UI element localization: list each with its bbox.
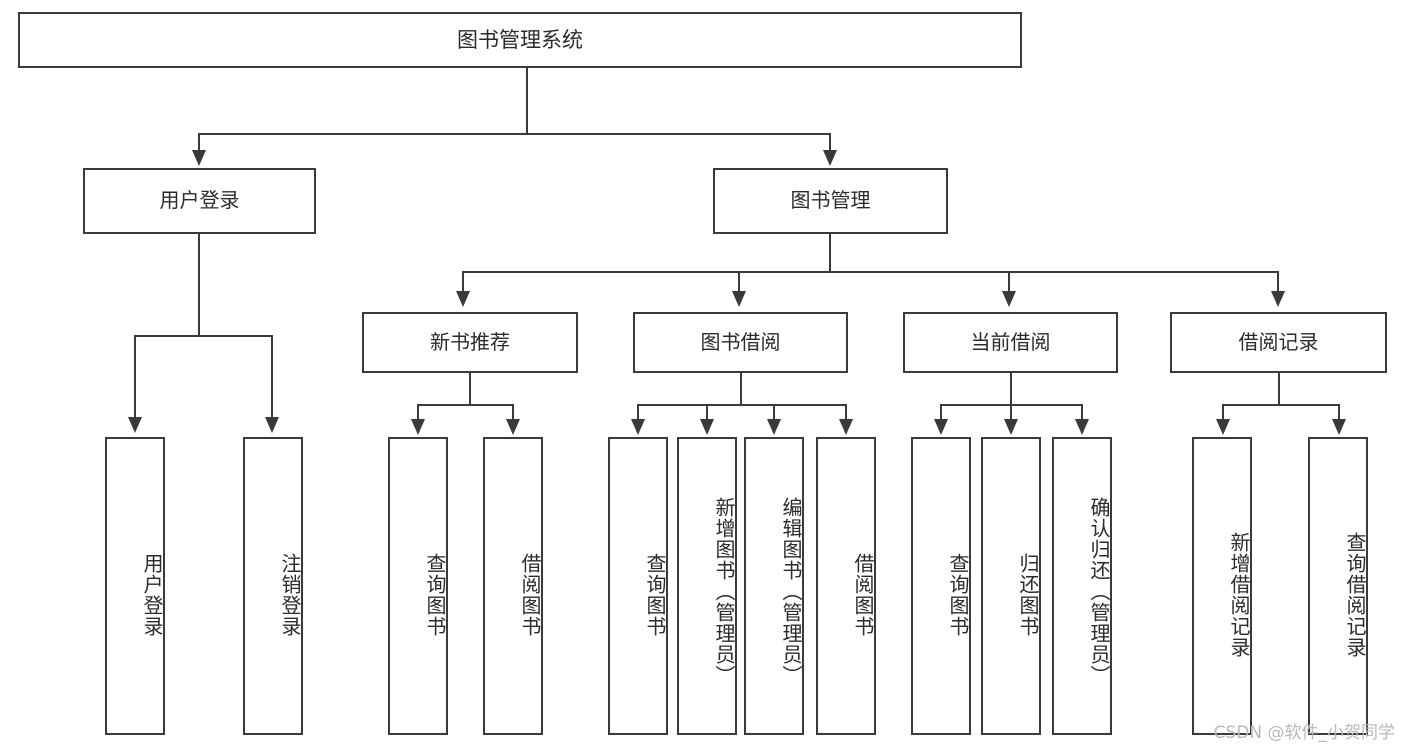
node-borrow-record[interactable]: 借阅记录 — [1170, 312, 1387, 373]
node-book-borrow[interactable]: 图书借阅 — [633, 312, 848, 373]
connector-current-borrow-drop-3 — [1081, 404, 1083, 421]
arrowhead-leaf-user-login — [128, 417, 142, 433]
arrowhead-leaf-borrow-book-2 — [839, 419, 853, 435]
leaf-query-book-current[interactable]: 查询图书 — [911, 437, 971, 735]
arrowhead-book-borrow — [732, 291, 746, 307]
arrowhead-leaf-logout — [265, 417, 279, 433]
arrowhead-leaf-confirm-return — [1075, 419, 1089, 435]
leaf-user-login[interactable]: 用户登录 — [105, 437, 165, 735]
arrowhead-leaf-query-book-3 — [934, 419, 948, 435]
leaf-borrow-book-recommend[interactable]: 借阅图书 — [483, 437, 543, 735]
node-book-management[interactable]: 图书管理 — [713, 168, 948, 234]
arrowhead-leaf-add-book — [700, 419, 714, 435]
arrowhead-leaf-query-record — [1332, 419, 1346, 435]
connector-to-current-borrow — [1008, 271, 1010, 293]
connector-current-borrow-drop-1 — [940, 404, 942, 421]
leaf-borrow-book[interactable]: 借阅图书 — [816, 437, 876, 735]
connector-current-borrow-drop-2 — [1010, 404, 1012, 421]
connector-borrow-record-bus — [1222, 404, 1339, 406]
connector-root-stem — [526, 68, 528, 134]
connector-new-book-drop-2 — [512, 404, 514, 421]
connector-book-borrow-drop-1 — [637, 404, 639, 421]
arrowhead-borrow-record — [1271, 291, 1285, 307]
connector-book-borrow-bus — [637, 404, 846, 406]
connector-book-borrow-drop-4 — [845, 404, 847, 421]
arrowhead-leaf-return-book — [1004, 419, 1018, 435]
connector-root-to-user-login — [198, 133, 200, 153]
arrowhead-leaf-borrow-book-1 — [506, 419, 520, 435]
connector-book-borrow-stem — [740, 373, 742, 405]
arrowhead-user-login — [192, 150, 206, 166]
watermark-text: CSDN @软件_小贺同学 — [1213, 723, 1395, 743]
connector-user-login-drop-1 — [134, 335, 136, 419]
connector-root-bus — [198, 133, 830, 135]
leaf-query-book-borrow[interactable]: 查询图书 — [608, 437, 668, 735]
connector-user-login-stem — [198, 234, 200, 336]
connector-to-new-book — [462, 271, 464, 293]
arrowhead-leaf-edit-book — [767, 419, 781, 435]
connector-book-manage-stem — [829, 234, 831, 273]
connector-borrow-record-stem — [1278, 373, 1280, 405]
leaf-add-book-admin[interactable]: 新增图书（管理员） — [677, 437, 737, 735]
leaf-add-borrow-record[interactable]: 新增借阅记录 — [1192, 437, 1252, 735]
connector-to-borrow-record — [1277, 271, 1279, 293]
arrowhead-book-manage — [823, 150, 837, 166]
leaf-confirm-return-admin[interactable]: 确认归还（管理员） — [1052, 437, 1112, 735]
connector-borrow-record-drop-2 — [1338, 404, 1340, 421]
connector-new-book-drop-1 — [417, 404, 419, 421]
arrowhead-leaf-add-record — [1216, 419, 1230, 435]
connector-user-login-bus — [134, 335, 272, 337]
connector-book-manage-bus — [462, 271, 1279, 273]
connector-new-book-bus — [417, 404, 513, 406]
connector-current-borrow-stem — [1010, 373, 1012, 405]
node-new-book-recommend[interactable]: 新书推荐 — [362, 312, 578, 373]
connector-root-to-book-manage — [829, 133, 831, 153]
arrowhead-current-borrow — [1002, 291, 1016, 307]
connector-book-borrow-drop-3 — [773, 404, 775, 421]
leaf-return-book[interactable]: 归还图书 — [981, 437, 1041, 735]
leaf-edit-book-admin[interactable]: 编辑图书（管理员） — [744, 437, 804, 735]
arrowhead-leaf-query-book-2 — [631, 419, 645, 435]
connector-to-book-borrow — [738, 271, 740, 293]
node-current-borrow[interactable]: 当前借阅 — [903, 312, 1118, 373]
connector-borrow-record-drop-1 — [1222, 404, 1224, 421]
leaf-logout[interactable]: 注销登录 — [243, 437, 303, 735]
node-root-system[interactable]: 图书管理系统 — [18, 12, 1022, 68]
connector-new-book-stem — [469, 373, 471, 405]
leaf-query-borrow-record[interactable]: 查询借阅记录 — [1308, 437, 1368, 735]
arrowhead-new-book-recommend — [456, 291, 470, 307]
connector-user-login-drop-2 — [271, 335, 273, 419]
node-user-login[interactable]: 用户登录 — [83, 168, 316, 234]
connector-book-borrow-drop-2 — [706, 404, 708, 421]
arrowhead-leaf-query-book-1 — [411, 419, 425, 435]
leaf-query-book-recommend[interactable]: 查询图书 — [388, 437, 448, 735]
